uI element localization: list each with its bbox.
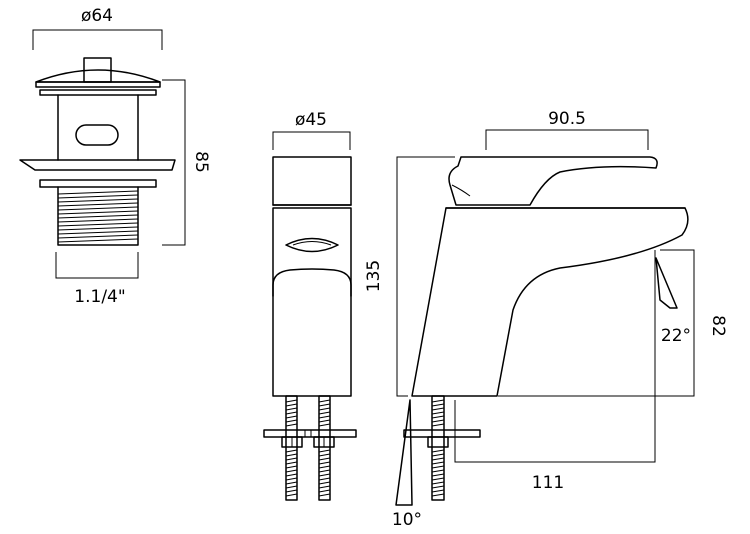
front-logo [285,237,339,253]
tap-height-dim [396,156,455,397]
waste-height-label: 85 [191,151,211,173]
waste-cap [35,69,161,83]
waste-thread-body [57,186,139,246]
lever-reach-label: 90.5 [548,109,586,129]
lever-reach-dim [485,129,649,150]
spout-height-dim [498,249,695,397]
pop-up-waste: ø64 85 1.1/4" [19,6,211,307]
waste-thread-lines [57,190,139,243]
front-fixing-plate [263,429,357,438]
body-diameter-label: ø45 [295,110,327,130]
waste-basin-flange [19,159,176,171]
side-lever [448,156,658,206]
spout-height-label: 82 [708,315,728,337]
overflow-slot [75,124,119,146]
waste-body [57,94,139,161]
spout-projection-label: 111 [532,473,564,493]
tilt-angle-label: 10° [392,510,422,530]
side-fixing-plate [403,429,481,438]
tap-height-label: 135 [364,260,384,292]
waste-thread-dim [55,252,139,279]
side-stud-threads [431,399,445,497]
waste-nut [39,179,157,188]
waste-cap-flange [35,81,161,88]
waste-height-dim [162,79,186,246]
front-spout [272,268,352,297]
tap-front-view: ø45 [263,110,357,501]
waste-ring [39,89,157,96]
side-fixing-stud [431,395,445,501]
front-fixing-studs [285,395,331,501]
waste-thread-label: 1.1/4" [74,287,125,307]
waste-diameter-label: ø64 [81,6,113,26]
spout-projection-dim [454,250,656,463]
waste-diameter-dim [32,29,163,50]
spout-angle-marker [655,257,678,309]
front-body [272,207,352,397]
side-body [411,207,689,397]
body-diameter-dim [272,131,351,150]
tap-side-view: 90.5 135 22° 82 111 10° [364,109,728,530]
front-stud-threads [285,399,331,497]
front-lever [272,156,352,206]
side-nut [427,436,449,448]
spout-angle-label: 22° [661,326,691,346]
tilt-angle-marker [395,399,413,506]
